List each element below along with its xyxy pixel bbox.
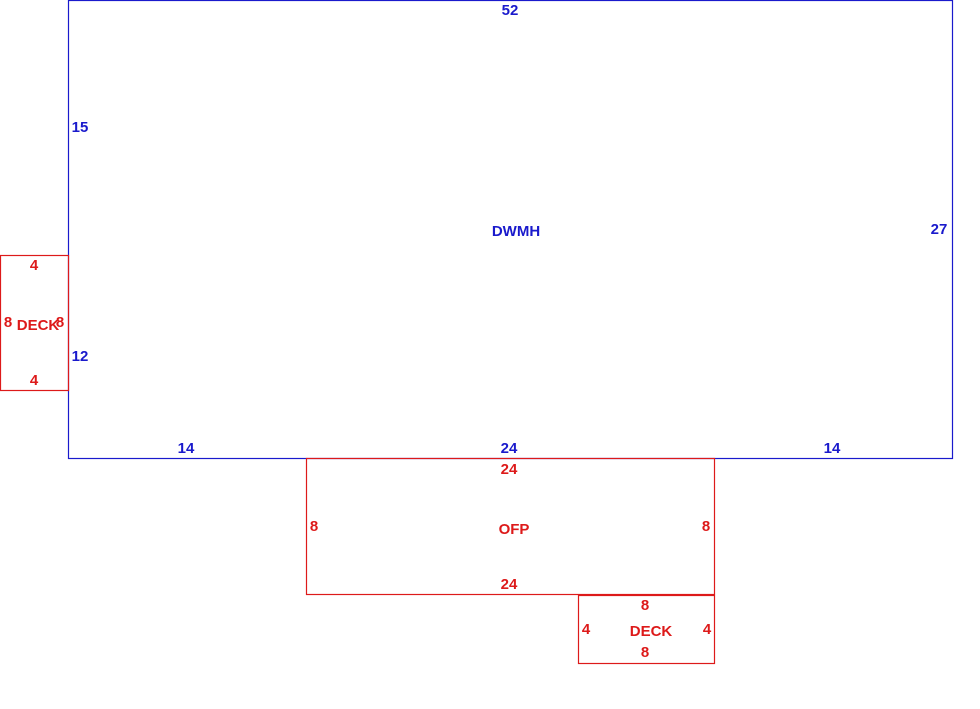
deck-bottom-outline (577, 594, 716, 665)
main-bottom-right-dimension: 14 (824, 440, 841, 457)
porch-outline (305, 457, 716, 596)
porch: OFP 24 24 8 8 (305, 457, 716, 596)
porch-left-dimension: 8 (310, 518, 318, 535)
deck-left-top-dimension: 4 (30, 257, 39, 274)
porch-bottom-dimension: 24 (501, 576, 518, 593)
deck-bottom-top-dimension: 8 (641, 597, 649, 614)
deck-bottom-name: DECK (630, 623, 673, 640)
deck-left-name: DECK (17, 317, 60, 334)
deck-left-right-dimension: 8 (56, 314, 64, 331)
deck-left-outline (0, 254, 70, 392)
deck-bottom: DECK 8 8 4 4 (577, 594, 716, 665)
deck-left-left-dimension: 8 (4, 314, 12, 331)
main-left-lower-dimension: 12 (72, 348, 89, 365)
deck-left-bottom-dimension: 4 (30, 372, 39, 389)
main-top-dimension: 52 (502, 2, 519, 19)
deck-bottom-left-dimension: 4 (582, 621, 591, 638)
main-bottom-center-dimension: 24 (501, 440, 518, 457)
deck-left: DECK 4 4 8 8 (0, 254, 70, 392)
porch-right-dimension: 8 (702, 518, 710, 535)
main-bottom-left-dimension: 14 (178, 440, 195, 457)
main-right-dimension: 27 (931, 221, 948, 238)
main-left-upper-dimension: 15 (72, 119, 89, 136)
deck-bottom-bottom-dimension: 8 (641, 644, 649, 661)
porch-top-dimension: 24 (501, 461, 518, 478)
deck-bottom-right-dimension: 4 (703, 621, 712, 638)
porch-name: OFP (499, 521, 530, 538)
main-structure: DWMH 52 27 15 12 14 24 14 (67, 0, 954, 460)
main-structure-name: DWMH (492, 223, 540, 240)
